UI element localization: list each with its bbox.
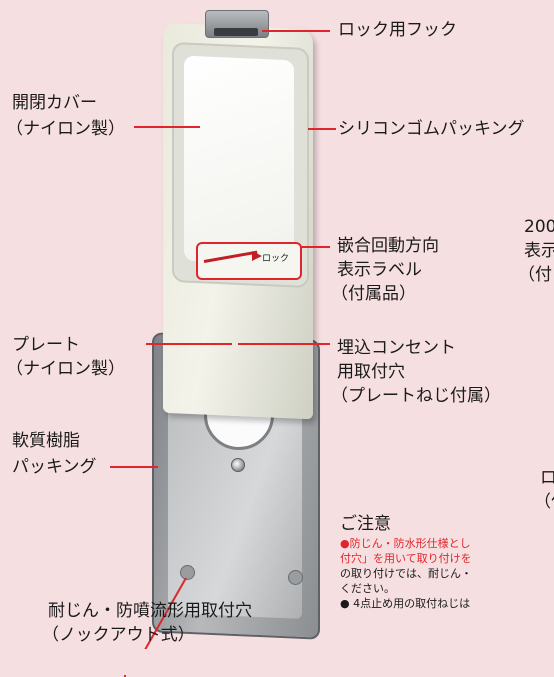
leader-lock-hook [262,30,330,32]
leader-mount [238,343,330,345]
rotation-arrow-head-icon [252,251,262,261]
rotation-label-text: ロック [262,254,290,264]
leader-soft [110,466,158,468]
label-cover-line2: （ナイロン製） [6,119,125,139]
leader-cover [134,126,200,128]
lock-hook-slot [214,28,258,36]
label-lock-hook: ロック用フック [338,20,457,40]
label-mount-line1: 埋込コンセント [337,338,456,358]
label-rotation-line2: 表示ラベル [337,260,422,280]
knockout-hole-br [288,570,303,585]
cutoff-200: 200 [524,217,554,237]
cutoff-lo: ロ [540,468,554,488]
label-soft-line2: パッキング [12,457,97,477]
notice-item2: ● 4点止め用の取付ねじは [340,597,471,610]
cutoff-attached: （付 [518,265,552,285]
knockout-hole-bl [180,565,195,580]
label-mount-line3: （プレートねじ付属） [331,386,501,406]
notice-item1-red-a: ●防じん・防水形仕様とし [340,537,471,550]
notice-item1-c: ください。 [340,582,395,595]
leader-silicone [308,128,336,130]
notice-panel: ご注意 ●防じん・防水形仕様とし 付穴」を用いて取り付けを の取り付けでは、耐じ… [340,512,554,611]
label-mount-line2: 用取付穴 [337,362,405,382]
plate-screw-bottom [231,458,245,472]
label-plate-line1: プレート [12,335,80,355]
cutoff-display: 表示 [524,241,554,261]
leader-plate [146,343,232,345]
cutoff-attached2: （付 [534,492,554,512]
label-plate-line2: （ナイロン製） [6,359,125,379]
label-dust-line2: （ノックアウト式） [42,625,195,645]
label-soft-line1: 軟質樹脂 [12,431,80,451]
leader-rotation [300,246,330,248]
cover-window [184,55,294,266]
label-rotation-line3: （付属品） [331,284,416,304]
label-cover-line1: 開閉カバー [12,93,97,113]
notice-item1-red-b: 付穴」を用いて取り付けを [340,552,472,565]
label-rotation-line1: 嵌合回動方向 [337,236,439,256]
notice-item1-b: の取り付けでは、耐じん・ [340,567,472,580]
notice-title: ご注意 [340,514,391,534]
lock-hook[interactable] [205,10,269,38]
label-silicone: シリコンゴムパッキング [338,119,525,139]
label-dust-line1: 耐じん・防噴流形用取付穴 [48,601,252,621]
